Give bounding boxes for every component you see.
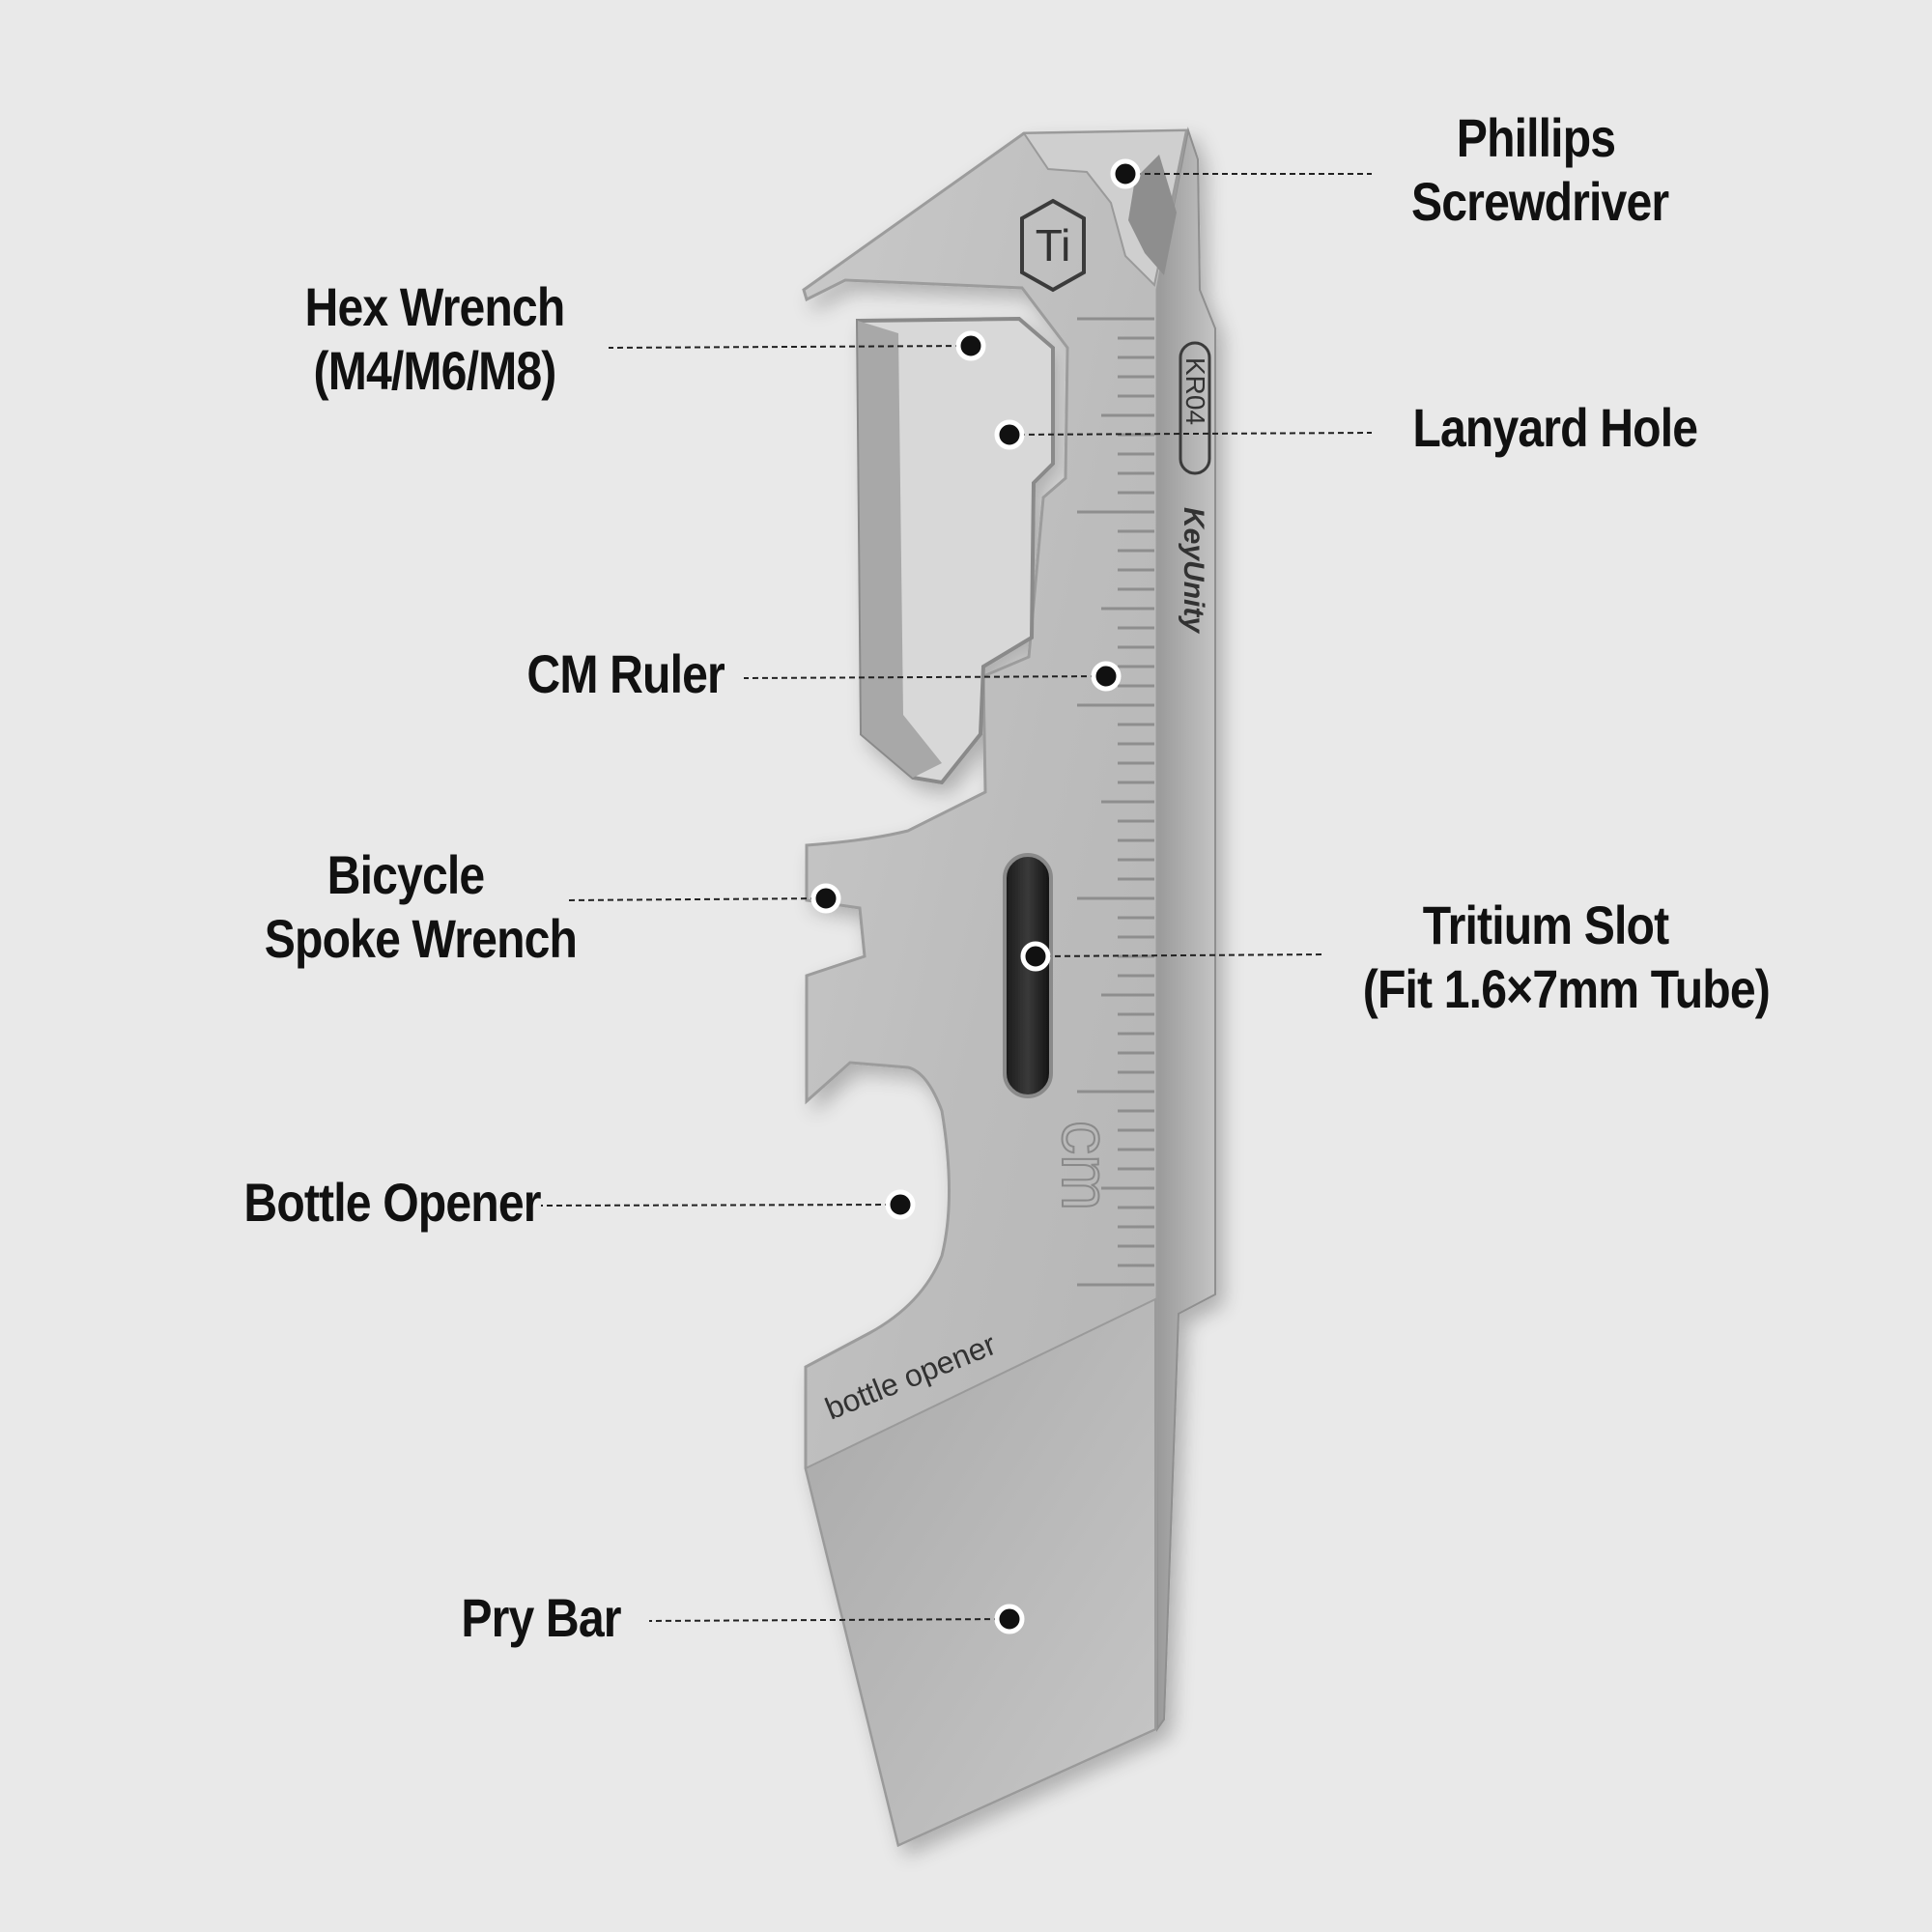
ti-hex-badge — [1020, 198, 1086, 293]
leader-ruler-line — [743, 675, 1107, 679]
brand-mark-text: KeyUnity — [1178, 507, 1209, 634]
leader-ruler-dot — [1091, 661, 1122, 692]
callout-line: Tritium Slot — [1422, 895, 1669, 955]
leader-bottle-dot — [885, 1189, 916, 1220]
callout-line: Screwdriver — [1411, 171, 1669, 232]
callout-tritium-slot: Tritium Slot (Fit 1.6×7mm Tube) — [1362, 894, 1771, 1021]
callout-hex-wrench: Hex Wrench (M4/M6/M8) — [301, 275, 567, 403]
leader-spoke-dot — [810, 883, 841, 914]
callout-line: CM Ruler — [526, 643, 724, 704]
tritium-slot — [1003, 853, 1053, 1098]
leader-lanyard-dot — [994, 419, 1025, 450]
callout-line: Hex Wrench — [304, 276, 566, 337]
leader-phillips-dot — [1110, 158, 1141, 189]
leader-hex-line — [608, 345, 972, 349]
pry-bar-bevel — [804, 1297, 1156, 1847]
leader-spoke-line — [564, 897, 827, 901]
callout-line: Spoke Wrench — [264, 908, 578, 969]
leader-prybar-line — [648, 1618, 1010, 1622]
leader-prybar-dot — [994, 1604, 1025, 1634]
callout-phillips-screwdriver: Phillips Screwdriver — [1411, 106, 1669, 234]
leader-tritium-dot — [1020, 941, 1051, 972]
hex-opening-inner-wall — [858, 321, 942, 778]
screwdriver-notch — [1128, 155, 1177, 275]
callout-pry-bar: Pry Bar — [458, 1586, 624, 1650]
callout-line: Bottle Opener — [243, 1172, 541, 1233]
callout-line: Bicycle — [327, 844, 486, 905]
callout-line: Phillips — [1456, 107, 1616, 168]
model-oval — [1179, 341, 1211, 475]
callout-lanyard-hole: Lanyard Hole — [1412, 396, 1698, 460]
ruler-unit-text: cm — [1048, 1121, 1123, 1210]
callout-leaders — [540, 158, 1373, 1634]
callout-line: (Fit 1.6×7mm Tube) — [1362, 958, 1771, 1019]
model-mark-text: KR04 — [1180, 357, 1210, 425]
callout-spoke-wrench: Bicycle Spoke Wrench — [264, 843, 578, 971]
callout-line: Pry Bar — [461, 1587, 621, 1648]
leader-bottle-line — [540, 1204, 901, 1207]
leader-tritium-line — [1035, 953, 1326, 957]
callout-bottle-opener: Bottle Opener — [243, 1171, 541, 1235]
callout-line: (M4/M6/M8) — [313, 340, 557, 401]
multitool: Ti bottle opener cm KR04 KeyUnity — [802, 127, 1216, 1848]
callout-cm-ruler: CM Ruler — [526, 642, 724, 706]
callout-line: Lanyard Hole — [1412, 397, 1698, 458]
ti-mark-text: Ti — [1036, 220, 1071, 270]
leader-hex-dot — [955, 330, 986, 361]
leader-lanyard-line — [1009, 432, 1373, 436]
